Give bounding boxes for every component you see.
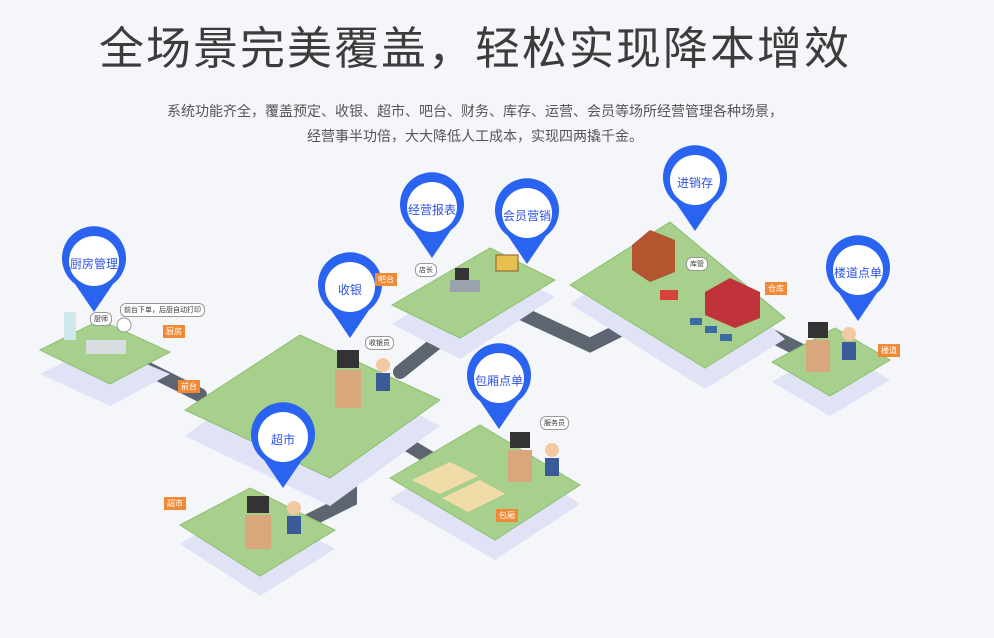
map-pin-icon	[251, 402, 315, 488]
pin-report-label: 经营报表	[407, 202, 456, 217]
pin-private-room-label: 包厢点单	[474, 373, 523, 388]
pin-cashier[interactable]: 收银	[313, 252, 387, 342]
map-pin-icon	[663, 145, 727, 231]
pin-kitchen-label: 厨房管理	[69, 256, 118, 271]
pin-supermarket[interactable]: 超市	[246, 402, 320, 492]
map-pin-icon	[318, 252, 382, 338]
page-title: 全场景完美覆盖，轻松实现降本增效	[98, 22, 851, 75]
pin-floor-label: 楼道点单	[833, 265, 882, 280]
flag-cashier: 吧台	[375, 273, 397, 286]
flag-warehouse: 仓库	[765, 282, 787, 295]
flag-bar: 前台	[178, 380, 200, 393]
map-pin-icon	[467, 343, 531, 429]
bubble-manager: 店长	[415, 263, 437, 277]
description-line-1: 系统功能齐全，覆盖预定、收银、超市、吧台、财务、库存、运营、会员等场所经营管理各…	[167, 104, 783, 120]
flag-supermarket: 超市	[164, 497, 186, 510]
bubble-cashier-staff: 收银员	[365, 336, 394, 350]
pin-inventory-label: 进销存	[676, 175, 713, 190]
description-line-2: 经营事半功倍，大大降低人工成本，实现四两撬千金。	[307, 129, 643, 145]
map-pin-icon	[826, 235, 890, 321]
map-pin-icon	[400, 172, 464, 258]
pin-kitchen[interactable]: 厨房管理	[57, 226, 131, 316]
pin-member[interactable]: 会员营销	[490, 178, 564, 268]
pin-floor[interactable]: 楼道点单	[821, 235, 895, 325]
pin-inventory[interactable]: 进销存	[658, 145, 732, 235]
bubble-waiter: 服务员	[540, 416, 569, 430]
map-pin-icon	[495, 178, 559, 264]
flag-floor: 楼道	[878, 344, 900, 357]
map-pin-icon	[62, 226, 126, 312]
pin-member-label: 会员营销	[502, 208, 551, 223]
pin-supermarket-label: 超市	[270, 432, 295, 447]
flag-kitchen: 厨房	[163, 325, 185, 338]
pin-private-room[interactable]: 包厢点单	[462, 343, 536, 433]
pin-cashier-label: 收银	[337, 282, 362, 297]
flag-private-room: 包厢	[496, 509, 518, 522]
bubble-kitchen-note: 前台下单，后厨自动打印	[120, 303, 205, 317]
bubble-storekeeper: 库管	[686, 257, 708, 271]
pin-report[interactable]: 经营报表	[395, 172, 469, 262]
bubble-chef: 厨师	[90, 312, 112, 326]
platforms	[38, 221, 891, 577]
